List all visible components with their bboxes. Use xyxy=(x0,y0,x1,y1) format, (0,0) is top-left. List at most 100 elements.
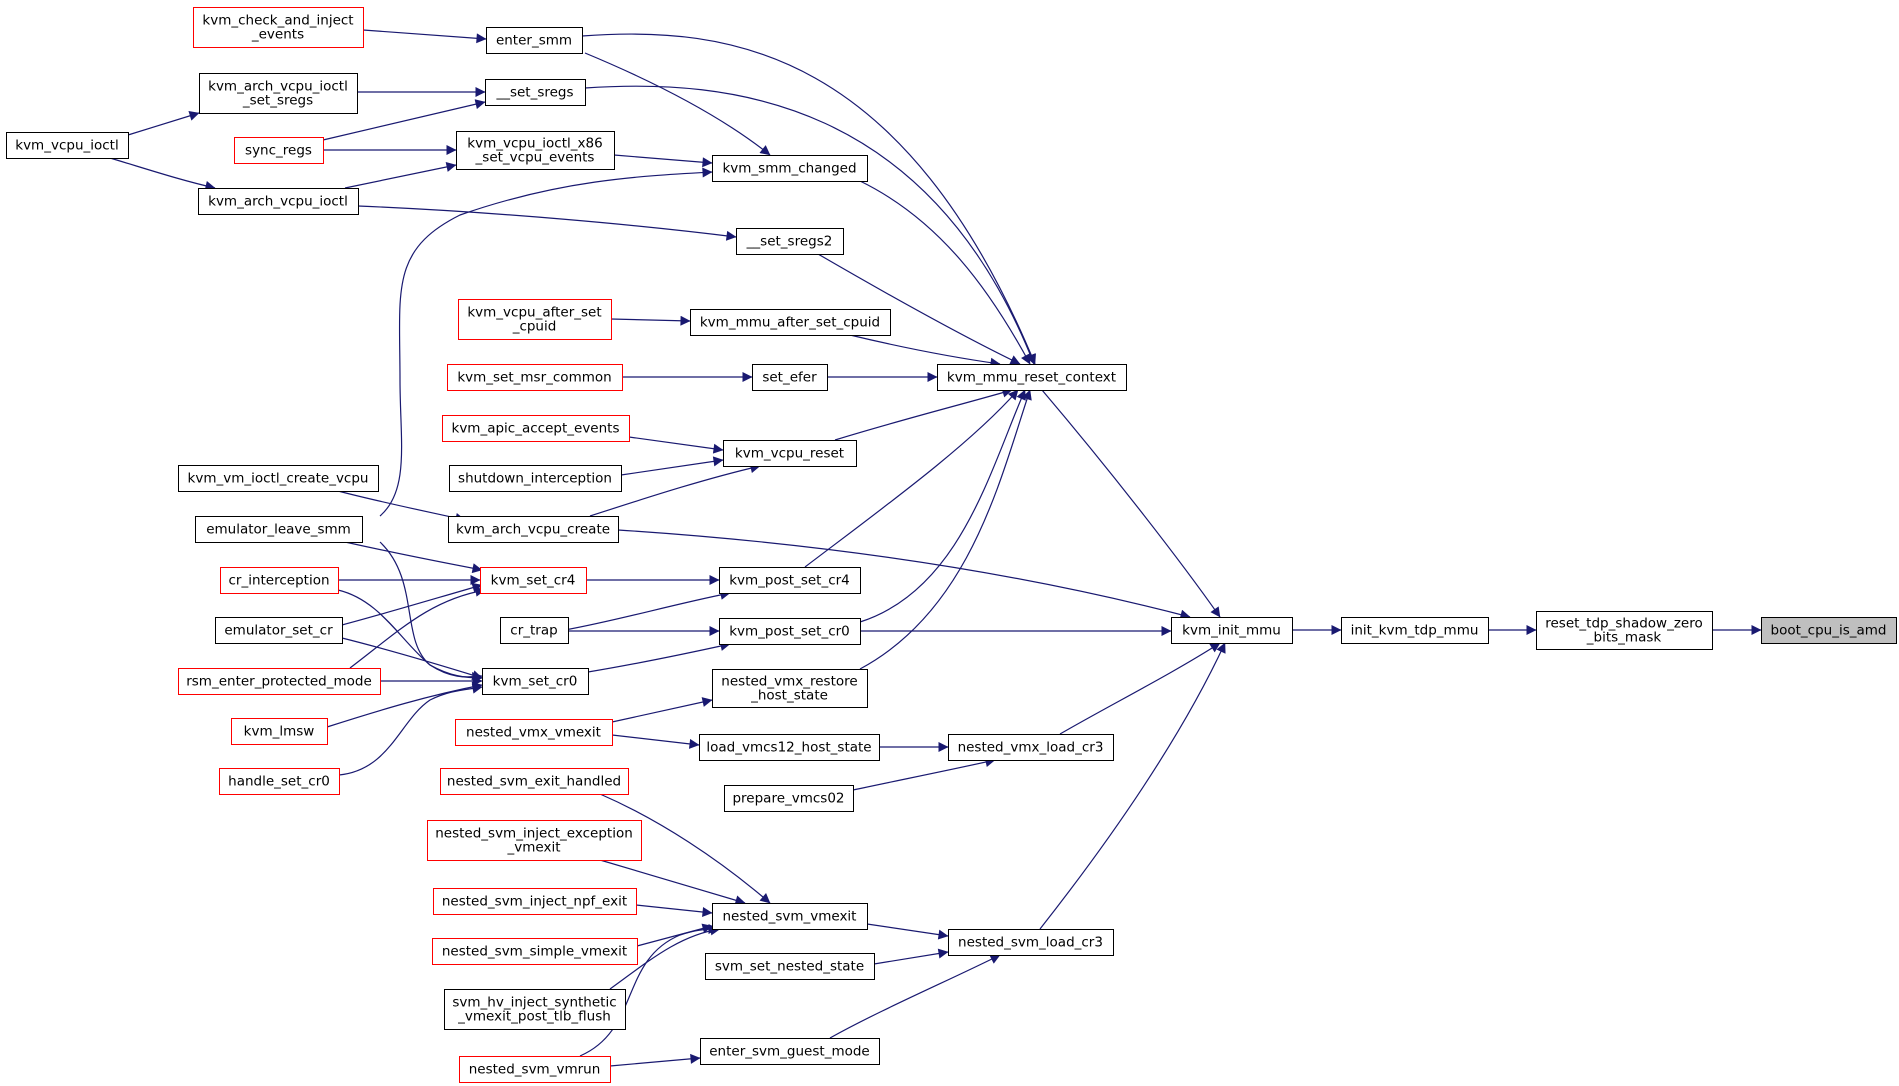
node-box[interactable] xyxy=(485,79,586,106)
node-box[interactable] xyxy=(178,465,379,492)
node-svm-hv-inject-synthetic-vmexit-post-tlb-flush[interactable]: svm_hv_inject_synthetic_vmexit_post_tlb_… xyxy=(444,989,626,1030)
node-cr-interception[interactable]: cr_interception xyxy=(220,567,339,594)
node-set-efer[interactable]: set_efer xyxy=(752,364,828,391)
node-kvm-mmu-reset-context[interactable]: kvm_mmu_reset_context xyxy=(937,364,1127,391)
node-box[interactable] xyxy=(486,27,583,54)
node-sync-regs[interactable]: sync_regs xyxy=(234,137,324,164)
node-box[interactable] xyxy=(195,516,363,543)
node-nested-svm-simple-vmexit[interactable]: nested_svm_simple_vmexit xyxy=(432,938,638,965)
node-kvm-check-and-inject-events[interactable]: kvm_check_and_inject_events xyxy=(193,7,364,48)
node-emulator-leave-smm[interactable]: emulator_leave_smm xyxy=(195,516,363,543)
node-kvm-set-msr-common[interactable]: kvm_set_msr_common xyxy=(447,364,623,391)
node-box[interactable] xyxy=(455,719,613,746)
node-box[interactable] xyxy=(442,415,630,442)
node-box[interactable] xyxy=(482,668,589,695)
node-init-kvm-tdp-mmu[interactable]: init_kvm_tdp_mmu xyxy=(1341,617,1489,644)
node-box[interactable] xyxy=(752,364,828,391)
node-box[interactable] xyxy=(234,137,324,164)
node-box[interactable] xyxy=(705,953,875,980)
node-handle-set-cr0[interactable]: handle_set_cr0 xyxy=(219,768,340,795)
node-kvm-arch-vcpu-ioctl-set-sregs[interactable]: kvm_arch_vcpu_ioctl_set_sregs xyxy=(199,73,358,114)
node-kvm-arch-vcpu-create[interactable]: kvm_arch_vcpu_create xyxy=(448,516,619,543)
node-box[interactable] xyxy=(724,785,854,812)
node-kvm-vcpu-ioctl[interactable]: kvm_vcpu_ioctl xyxy=(6,132,129,159)
node-box[interactable] xyxy=(447,364,623,391)
node-kvm-vcpu-reset[interactable]: kvm_vcpu_reset xyxy=(723,440,857,467)
node-kvm-mmu-after-set-cpuid[interactable]: kvm_mmu_after_set_cpuid xyxy=(690,309,891,336)
node-enter-svm-guest-mode[interactable]: enter_svm_guest_mode xyxy=(700,1038,880,1065)
node-nested-vmx-load-cr3[interactable]: nested_vmx_load_cr3 xyxy=(948,734,1114,761)
node-box[interactable] xyxy=(480,567,587,594)
node-box[interactable] xyxy=(1171,617,1293,644)
node-reset-tdp-shadow-zero-bits-mask[interactable]: reset_tdp_shadow_zero_bits_mask xyxy=(1536,611,1713,650)
node-svm-set-nested-state[interactable]: svm_set_nested_state xyxy=(705,953,875,980)
node-box[interactable] xyxy=(215,617,343,644)
node-box[interactable] xyxy=(219,768,340,795)
node-box[interactable] xyxy=(948,734,1114,761)
node-set-sregs2[interactable]: __set_sregs2 xyxy=(736,228,844,255)
node-box[interactable] xyxy=(1761,617,1897,644)
node-prepare-vmcs02[interactable]: prepare_vmcs02 xyxy=(724,785,854,812)
node-nested-vmx-restore-host-state[interactable]: nested_vmx_restore_host_state xyxy=(712,669,868,708)
node-box[interactable] xyxy=(712,155,868,182)
node-box[interactable] xyxy=(500,617,569,644)
node-nested-svm-vmrun[interactable]: nested_svm_vmrun xyxy=(459,1056,611,1083)
node-box[interactable] xyxy=(1536,611,1713,650)
node-kvm-set-cr0[interactable]: kvm_set_cr0 xyxy=(482,668,589,695)
node-kvm-post-set-cr0[interactable]: kvm_post_set_cr0 xyxy=(719,618,861,645)
node-box[interactable] xyxy=(719,618,861,645)
node-box[interactable] xyxy=(712,903,868,930)
node-kvm-set-cr4[interactable]: kvm_set_cr4 xyxy=(480,567,587,594)
node-box[interactable] xyxy=(456,131,615,170)
node-nested-svm-exit-handled[interactable]: nested_svm_exit_handled xyxy=(440,768,629,795)
node-box[interactable] xyxy=(699,734,880,761)
node-emulator-set-cr[interactable]: emulator_set_cr xyxy=(215,617,343,644)
node-enter-smm[interactable]: enter_smm xyxy=(486,27,583,54)
node-nested-svm-inject-exception-vmexit[interactable]: nested_svm_inject_exception_vmexit xyxy=(427,820,642,861)
node-nested-svm-vmexit[interactable]: nested_svm_vmexit xyxy=(712,903,868,930)
node-box[interactable] xyxy=(736,228,844,255)
node-kvm-arch-vcpu-ioctl[interactable]: kvm_arch_vcpu_ioctl xyxy=(198,188,359,215)
node-box[interactable] xyxy=(231,718,328,745)
node-box[interactable] xyxy=(719,567,861,594)
node-box[interactable] xyxy=(937,364,1127,391)
node-box[interactable] xyxy=(448,516,619,543)
node-box[interactable] xyxy=(427,820,642,861)
node-kvm-vcpu-ioctl-x86-set-vcpu-events[interactable]: kvm_vcpu_ioctl_x86_set_vcpu_events xyxy=(456,131,615,170)
node-box[interactable] xyxy=(199,73,358,114)
node-kvm-init-mmu[interactable]: kvm_init_mmu xyxy=(1171,617,1293,644)
node-kvm-lmsw[interactable]: kvm_lmsw xyxy=(231,718,328,745)
node-box[interactable] xyxy=(690,309,891,336)
node-box[interactable] xyxy=(700,1038,880,1065)
node-kvm-vcpu-after-set-cpuid[interactable]: kvm_vcpu_after_set_cpuid xyxy=(458,299,612,340)
node-rsm-enter-protected-mode[interactable]: rsm_enter_protected_mode xyxy=(178,668,381,695)
node-box[interactable] xyxy=(193,7,364,48)
node-nested-svm-load-cr3[interactable]: nested_svm_load_cr3 xyxy=(948,929,1114,956)
node-box[interactable] xyxy=(458,299,612,340)
node-box[interactable] xyxy=(948,929,1114,956)
node-box[interactable] xyxy=(198,188,359,215)
node-kvm-post-set-cr4[interactable]: kvm_post_set_cr4 xyxy=(719,567,861,594)
node-box[interactable] xyxy=(712,669,868,708)
node-box[interactable] xyxy=(1341,617,1489,644)
node-box[interactable] xyxy=(432,938,638,965)
node-kvm-vm-ioctl-create-vcpu[interactable]: kvm_vm_ioctl_create_vcpu xyxy=(178,465,379,492)
node-box[interactable] xyxy=(723,440,857,467)
node-nested-svm-inject-npf-exit[interactable]: nested_svm_inject_npf_exit xyxy=(433,888,637,915)
node-cr-trap[interactable]: cr_trap xyxy=(500,617,569,644)
node-box[interactable] xyxy=(444,989,626,1030)
node-set-sregs[interactable]: __set_sregs xyxy=(485,79,586,106)
node-box[interactable] xyxy=(178,668,381,695)
node-box[interactable] xyxy=(6,132,129,159)
node-box[interactable] xyxy=(220,567,339,594)
node-box[interactable] xyxy=(433,888,637,915)
node-shutdown-interception[interactable]: shutdown_interception xyxy=(449,465,622,492)
node-box[interactable] xyxy=(440,768,629,795)
node-nested-vmx-vmexit[interactable]: nested_vmx_vmexit xyxy=(455,719,613,746)
node-load-vmcs12-host-state[interactable]: load_vmcs12_host_state xyxy=(699,734,880,761)
node-kvm-apic-accept-events[interactable]: kvm_apic_accept_events xyxy=(442,415,630,442)
node-box[interactable] xyxy=(459,1056,611,1083)
node-kvm-smm-changed[interactable]: kvm_smm_changed xyxy=(712,155,868,182)
node-box[interactable] xyxy=(449,465,622,492)
node-boot-cpu-is-amd[interactable]: boot_cpu_is_amd xyxy=(1761,617,1897,644)
